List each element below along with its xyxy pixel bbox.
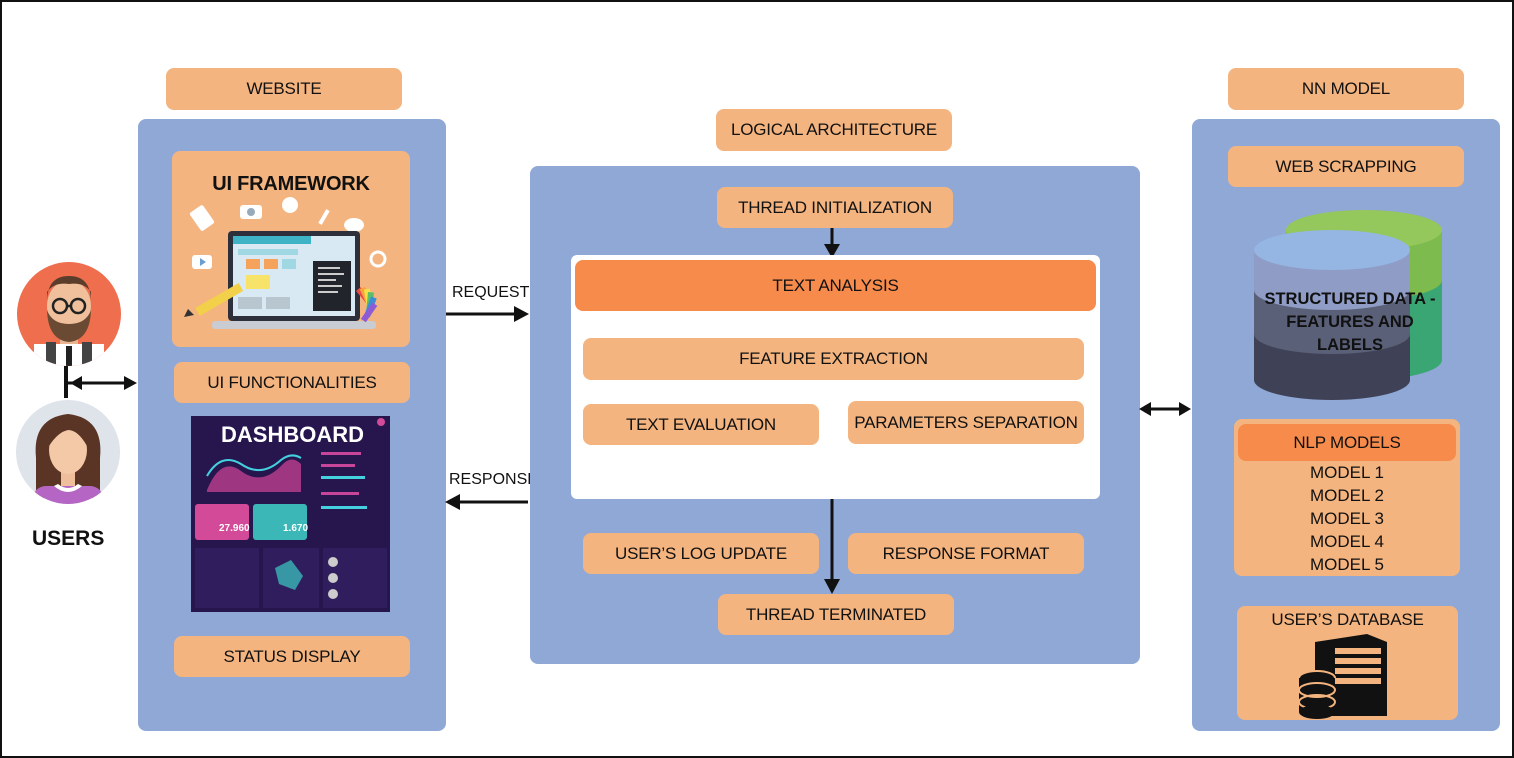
response-label: RESPONSE xyxy=(449,471,538,488)
feature-extraction-chip: FEATURE EXTRACTION xyxy=(583,338,1084,380)
structured-data-label: STRUCTURED DATA - FEATURES AND LABELS xyxy=(1264,290,1436,354)
thread-terminated-chip: THREAD TERMINATED xyxy=(718,594,954,635)
laptop-illustration xyxy=(184,197,387,329)
website-title: WEBSITE xyxy=(166,68,402,110)
parameters-separation-chip: PARAMETERS SEPARATION xyxy=(848,401,1084,444)
model-item: MODEL 2 xyxy=(1309,486,1384,505)
status-display-chip: STATUS DISPLAY xyxy=(174,636,410,677)
thread-initialization-chip: THREAD INITIALIZATION xyxy=(717,187,953,228)
model-item: MODEL 3 xyxy=(1309,509,1384,528)
dashboard-graphics xyxy=(195,418,387,608)
request-label: REQUEST xyxy=(452,284,530,301)
dashboard-title: DASHBOARD xyxy=(221,422,364,447)
nlp-models-header: NLP MODELS xyxy=(1238,424,1456,461)
user-connector-line xyxy=(64,366,68,398)
users-label: USERS xyxy=(32,527,105,550)
male-user-avatar xyxy=(14,262,124,366)
user-log-update-chip: USER’S LOG UPDATE xyxy=(583,533,819,574)
ui-framework-card: UI FRAMEWORK xyxy=(172,151,410,347)
server-database-icon xyxy=(1298,634,1387,719)
logical-architecture-title: LOGICAL ARCHITECTURE xyxy=(716,109,952,151)
female-user-avatar xyxy=(14,398,122,506)
database-cylinders xyxy=(1252,208,1444,402)
dashboard-screenshot: DASHBOARD 27.960 1.670 xyxy=(191,416,390,612)
nlp-models-list: MODEL 1 MODEL 2 MODEL 3 MODEL 4 MODEL 5 xyxy=(1234,461,1460,576)
request-arrow xyxy=(446,303,530,325)
ui-functionalities-chip: UI FUNCTIONALITIES xyxy=(174,362,410,403)
terminate-down-arrow xyxy=(822,499,842,594)
model-item: MODEL 1 xyxy=(1309,463,1384,482)
model-item: MODEL 4 xyxy=(1309,532,1384,551)
model-item: MODEL 5 xyxy=(1309,555,1384,574)
dashboard-value-2: 1.670 xyxy=(283,523,309,534)
ui-framework-title: UI FRAMEWORK xyxy=(212,173,370,195)
dashboard-value-1: 27.960 xyxy=(219,523,250,534)
response-format-chip: RESPONSE FORMAT xyxy=(848,533,1084,574)
response-arrow xyxy=(444,491,528,513)
nn-model-title: NN MODEL xyxy=(1228,68,1464,110)
users-database-label: USER’S DATABASE xyxy=(1271,610,1424,629)
text-analysis-header: TEXT ANALYSIS xyxy=(575,260,1096,311)
init-down-arrow xyxy=(822,228,842,258)
user-website-arrow xyxy=(66,372,138,394)
users-database-card: USER’S DATABASE xyxy=(1237,606,1458,720)
logical-nn-arrow xyxy=(1138,398,1192,420)
web-scrapping-chip: WEB SCRAPPING xyxy=(1228,146,1464,187)
text-evaluation-chip: TEXT EVALUATION xyxy=(583,404,819,445)
